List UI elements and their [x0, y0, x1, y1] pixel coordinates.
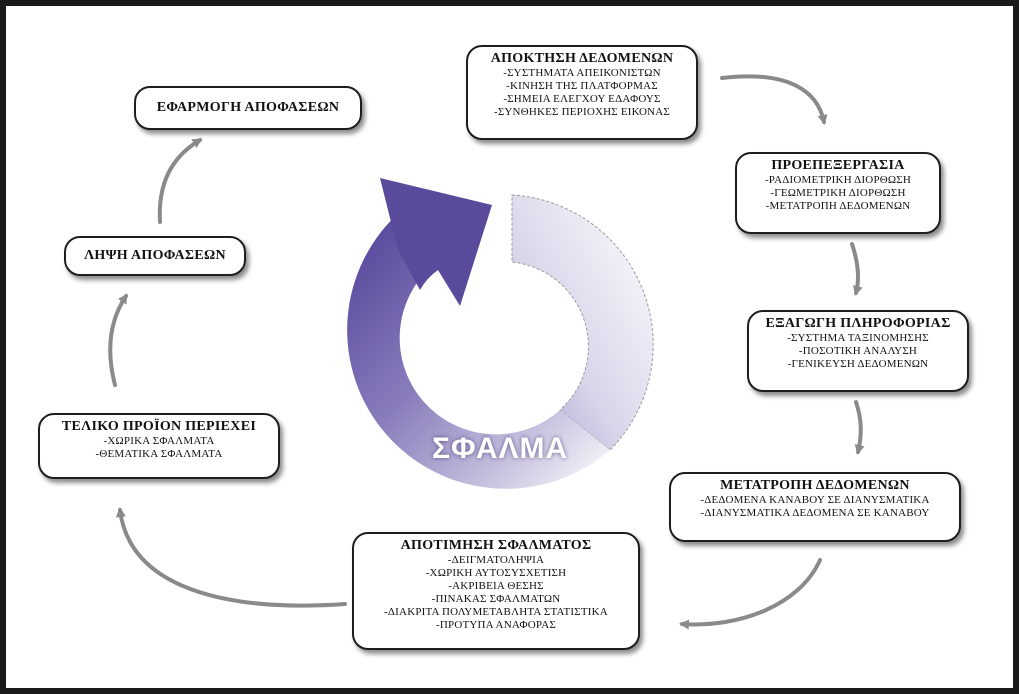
arrow-assessment-to-final	[115, 507, 347, 608]
box-title: ΛΗΨΗ ΑΠΟΦΑΣΕΩΝ	[84, 248, 226, 263]
box-data-conversion: ΜΕΤΑΤΡΟΠΗ ΔΕΔΟΜΕΝΩΝ -ΔΕΔΟΜΕΝΑ ΚΑΝΑΒΟΥ ΣΕ…	[669, 472, 961, 542]
box-item: -ΠΙΝΑΚΑΣ ΣΦΑΛΜΑΤΩΝ	[431, 593, 561, 605]
box-item: -ΑΚΡΙΒΕΙΑ ΘΕΣΗΣ	[448, 580, 544, 592]
box-item: -ΣΥΝΘΗΚΕΣ ΠΕΡΙΟΧΗΣ ΕΙΚΟΝΑΣ	[493, 106, 671, 118]
box-item: -ΧΩΡΙΚΑ ΣΦΑΛΜΑΤΑ	[103, 435, 215, 447]
box-item: -ΣΥΣΤΗΜΑΤΑ ΑΠΕΙΚΟΝΙΣΤΩΝ	[503, 67, 661, 79]
box-item: -ΠΟΣΟΤΙΚΗ ΑΝΑΛΥΣΗ	[798, 345, 918, 357]
box-item: -ΓΕΩΜΕΤΡΙΚΗ ΔΙΟΡΘΩΣΗ	[770, 187, 906, 199]
arrow-extraction-to-conversion	[854, 400, 865, 455]
box-title: ΑΠΟΤΙΜΗΣΗ ΣΦΑΛΜΑΤΟΣ	[400, 538, 592, 553]
box-item: -ΔΙΑΚΡΙΤΑ ΠΟΛΥΜΕΤΑΒΛΗΤΑ ΣΤΑΤΙΣΤΙΚΑ	[384, 606, 608, 618]
box-title: ΕΞΑΓΩΓΗ ΠΛΗΡΟΦΟΡΙΑΣ	[765, 316, 951, 331]
box-item: -ΓΕΝΙΚΕΥΣΗ ΔΕΔΟΜΕΝΩΝ	[787, 358, 929, 370]
box-item: -ΡΑΔΙΟΜΕΤΡΙΚΗ ΔΙΟΡΘΩΣΗ	[764, 174, 912, 186]
box-error-assessment: ΑΠΟΤΙΜΗΣΗ ΣΦΑΛΜΑΤΟΣ -ΔΕΙΓΜΑΤΟΛΗΨΙΑ -ΧΩΡΙ…	[352, 532, 640, 650]
box-title: ΤΕΛΙΚΟ ΠΡΟΪΟΝ ΠΕΡΙΕΧΕΙ	[61, 419, 257, 434]
box-item: -ΣΗΜΕΙΑ ΕΛΕΓΧΟΥ ΕΔΑΦΟΥΣ	[503, 93, 661, 105]
box-information-extraction: ΕΞΑΓΩΓΗ ΠΛΗΡΟΦΟΡΙΑΣ -ΣΥΣΤΗΜΑ ΤΑΞΙΝΟΜΗΣΗΣ…	[747, 310, 969, 392]
central-cycle-arrow	[347, 178, 654, 489]
box-item: -ΠΡΟΤΥΠΑ ΑΝΑΦΟΡΑΣ	[436, 619, 556, 631]
box-final-product: ΤΕΛΙΚΟ ΠΡΟΪΟΝ ΠΕΡΙΕΧΕΙ -ΧΩΡΙΚΑ ΣΦΑΛΜΑΤΑ …	[38, 413, 280, 479]
box-item: -ΔΙΑΝΥΣΜΑΤΙΚΑ ΔΕΔΟΜΕΝΑ ΣΕ ΚΑΝΑΒΟΥ	[700, 507, 930, 519]
center-error-label: ΣΦΑΛΜΑ	[432, 432, 569, 465]
box-title: ΕΦΑΡΜΟΓΗ ΑΠΟΦΑΣΕΩΝ	[156, 100, 340, 115]
box-title: ΑΠΟΚΤΗΣΗ ΔΕΔΟΜΕΝΩΝ	[490, 51, 674, 66]
box-data-acquisition: ΑΠΟΚΤΗΣΗ ΔΕΔΟΜΕΝΩΝ -ΣΥΣΤΗΜΑΤΑ ΑΠΕΙΚΟΝΙΣΤ…	[466, 45, 698, 140]
box-decision-application: ΕΦΑΡΜΟΓΗ ΑΠΟΦΑΣΕΩΝ	[134, 86, 362, 130]
box-item: -ΔΕΔΟΜΕΝΑ ΚΑΝΑΒΟΥ ΣΕ ΔΙΑΝΥΣΜΑΤΙΚΑ	[700, 494, 930, 506]
arrow-preprocessing-to-extraction	[850, 242, 863, 296]
box-item: -ΜΕΤΑΤΡΟΠΗ ΔΕΔΟΜΕΝΩΝ	[765, 200, 911, 212]
box-title: ΜΕΤΑΤΡΟΠΗ ΔΕΔΟΜΕΝΩΝ	[720, 478, 910, 493]
box-item: -ΚΙΝΗΣΗ ΤΗΣ ΠΛΑΤΦΟΡΜΑΣ	[506, 80, 658, 92]
box-item: -ΣΥΣΤΗΜΑ ΤΑΞΙΝΟΜΗΣΗΣ	[787, 332, 929, 344]
box-item: -ΧΩΡΙΚΗ ΑΥΤΟΣΥΣΧΕΤΙΣΗ	[425, 567, 567, 579]
box-title: ΠΡΟΕΠΕΞΕΡΓΑΣΙΑ	[771, 158, 905, 173]
arrow-conversion-to-assessment	[679, 558, 822, 630]
arrow-final-to-decision	[108, 293, 128, 387]
box-item: -ΘΕΜΑΤΙΚΑ ΣΦΑΛΜΑΤΑ	[95, 448, 223, 460]
box-preprocessing: ΠΡΟΕΠΕΞΕΡΓΑΣΙΑ -ΡΑΔΙΟΜΕΤΡΙΚΗ ΔΙΟΡΘΩΣΗ -Γ…	[735, 152, 941, 234]
arrow-decision-to-application	[157, 138, 203, 224]
box-decision-making: ΛΗΨΗ ΑΠΟΦΑΣΕΩΝ	[64, 236, 246, 276]
arrow-acquisition-to-preprocessing	[720, 74, 828, 125]
box-item: -ΔΕΙΓΜΑΤΟΛΗΨΙΑ	[447, 554, 545, 566]
connector-arrows	[108, 74, 865, 630]
